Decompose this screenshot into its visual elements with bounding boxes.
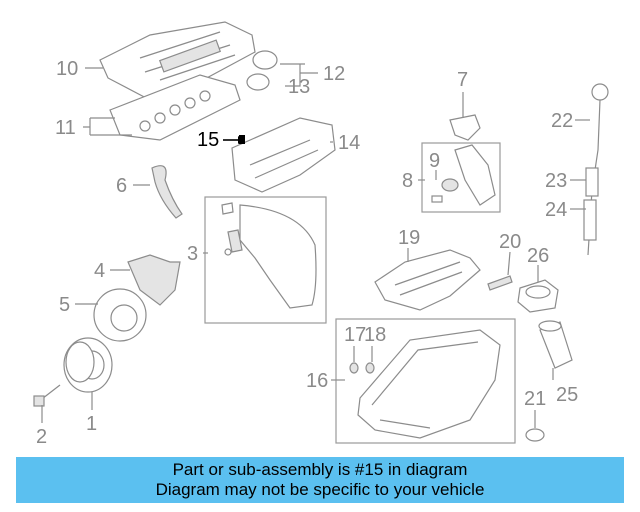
callout-4: 4 bbox=[94, 260, 105, 282]
callout-18: 18 bbox=[364, 324, 386, 346]
callout-11: 11 bbox=[55, 117, 76, 139]
callout-14: 14 bbox=[338, 132, 360, 154]
part-sensor[interactable] bbox=[487, 275, 513, 291]
part-valve-cover-gasket[interactable] bbox=[109, 74, 241, 141]
callout-9: 9 bbox=[429, 150, 440, 172]
part-crank-bolt[interactable] bbox=[33, 384, 61, 407]
part-crankshaft-gear[interactable] bbox=[93, 288, 147, 342]
part-oil-filter-housing[interactable] bbox=[517, 279, 559, 313]
banner-line-1: Part or sub-assembly is #15 in diagram bbox=[172, 460, 468, 479]
callout-21: 21 bbox=[524, 388, 546, 410]
part-oil-cap[interactable] bbox=[246, 50, 278, 91]
part-valve-cover[interactable] bbox=[99, 21, 256, 101]
part-timing-belt[interactable] bbox=[151, 165, 183, 219]
part-oil-filter[interactable] bbox=[538, 320, 573, 369]
callout-1: 1 bbox=[86, 413, 97, 435]
info-banner: Part or sub-assembly is #15 in diagram D… bbox=[16, 457, 624, 503]
callout-10: 10 bbox=[56, 58, 78, 80]
part-crank-pulley[interactable] bbox=[63, 337, 113, 393]
callout-19: 19 bbox=[398, 227, 420, 249]
callout-6: 6 bbox=[116, 175, 127, 197]
banner-line-2: Diagram may not be specific to your vehi… bbox=[155, 480, 485, 499]
leader-lines bbox=[41, 63, 590, 428]
callout-13: 13 bbox=[288, 76, 310, 98]
oil-pump-frame bbox=[421, 142, 501, 213]
callout-17: 17 bbox=[344, 324, 366, 346]
callout-8: 8 bbox=[402, 170, 413, 192]
timing-cover-frame bbox=[204, 196, 327, 324]
callout-24: 24 bbox=[545, 199, 567, 221]
callout-5: 5 bbox=[59, 294, 70, 316]
callout-25: 25 bbox=[556, 384, 578, 406]
part-engine-cover[interactable] bbox=[231, 117, 336, 193]
part-timing-cover[interactable] bbox=[221, 202, 317, 309]
callout-22: 22 bbox=[551, 110, 573, 132]
part-oil-pan[interactable] bbox=[349, 329, 501, 439]
callout-2: 2 bbox=[36, 426, 47, 448]
callout-16: 16 bbox=[306, 370, 328, 392]
part-oil-baffle[interactable] bbox=[374, 249, 481, 311]
callout-labels: 10 12 13 11 14 15 6 3 4 5 1 2 7 8 9 22 2… bbox=[36, 58, 578, 448]
oil-pan-frame bbox=[335, 318, 516, 444]
engine-parts-diagram: 10 12 13 11 14 15 6 3 4 5 1 2 7 8 9 22 2… bbox=[33, 21, 609, 448]
callout-7: 7 bbox=[457, 69, 468, 91]
part-drain-plug[interactable] bbox=[525, 428, 545, 442]
part-oil-pump[interactable] bbox=[431, 144, 496, 206]
callout-23: 23 bbox=[545, 170, 567, 192]
callout-3: 3 bbox=[187, 243, 198, 265]
part-seal[interactable] bbox=[449, 114, 481, 141]
part-dipstick[interactable] bbox=[583, 83, 609, 256]
callout-15: 15 bbox=[197, 129, 219, 151]
part-tensioner-bracket[interactable] bbox=[127, 254, 181, 306]
callout-20: 20 bbox=[499, 231, 521, 253]
callout-12: 12 bbox=[323, 63, 345, 85]
callout-26: 26 bbox=[527, 245, 549, 267]
